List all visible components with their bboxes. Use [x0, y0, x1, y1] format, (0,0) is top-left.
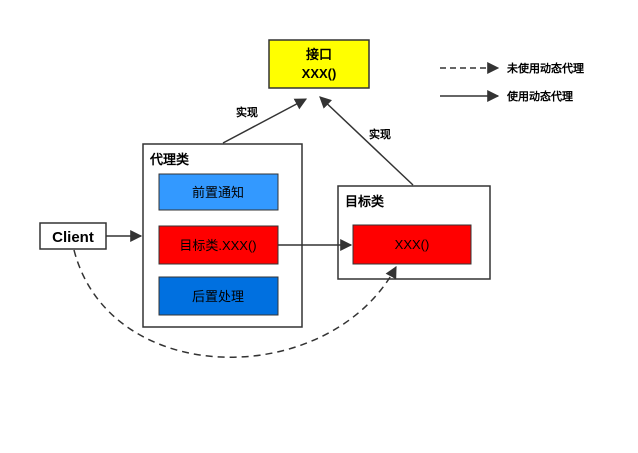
target-method: XXX() — [395, 237, 430, 252]
target-class-node: 目标类 XXX() — [337, 185, 491, 280]
client-label: Client — [52, 229, 94, 246]
interface-node: 接口 XXX() — [268, 39, 370, 89]
legend: 未使用动态代理 使用动态代理 — [440, 61, 584, 103]
proxy-class-title: 代理类 — [149, 152, 190, 167]
target-implements-label: 实现 — [369, 127, 391, 141]
proxy-target-call: 目标类.XXX() — [179, 238, 256, 253]
interface-method: XXX() — [302, 66, 337, 81]
interface-title: 接口 — [306, 47, 332, 62]
proxy-after-processing: 后置处理 — [192, 289, 244, 304]
target-class-title: 目标类 — [345, 194, 385, 209]
client-node: Client — [39, 222, 107, 250]
proxy-class-node: 代理类 前置通知 目标类.XXX() 后置处理 — [142, 143, 303, 328]
legend-solid-label: 使用动态代理 — [506, 89, 573, 103]
legend-dashed-label: 未使用动态代理 — [506, 61, 584, 75]
proxy-before-advice: 前置通知 — [192, 185, 244, 200]
proxy-implements-label: 实现 — [236, 105, 258, 119]
target-implements-arrow — [319, 96, 414, 186]
direct-call-dashed-arrow — [73, 249, 397, 358]
proxy-implements-arrow — [222, 98, 308, 144]
